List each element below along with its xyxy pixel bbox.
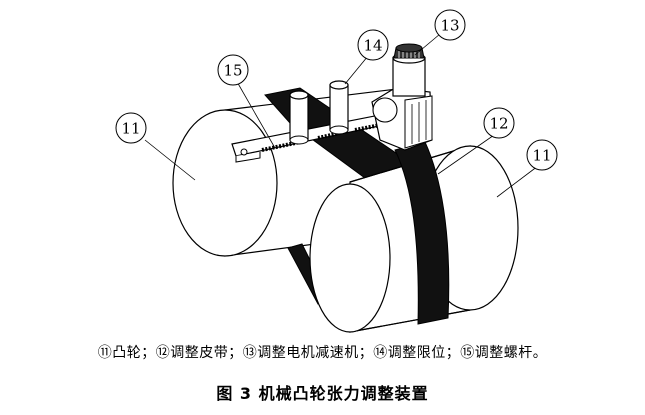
svg-text:12: 12: [489, 115, 508, 133]
svg-text:11: 11: [121, 120, 140, 138]
callout-12: 12: [483, 107, 515, 139]
callout-14: 14: [357, 29, 389, 61]
part-legend: ⑪凸轮；⑫调整皮带；⑬调整电机减速机；⑭调整限位；⑮调整螺杆。: [97, 345, 548, 361]
motor-reducer: [371, 43, 433, 151]
svg-text:15: 15: [223, 62, 242, 80]
belt-front: [394, 141, 450, 325]
mechanism-drawing: 13 14 15 11 12 11: [115, 9, 558, 333]
leader-lines: [144, 33, 539, 198]
screw-post: [289, 90, 309, 145]
figure-caption: 图 3 机械凸轮张力调整装置: [216, 384, 429, 403]
callout-13: 13: [434, 9, 466, 41]
limit-post: [329, 80, 349, 135]
svg-text:11: 11: [532, 147, 551, 165]
callout-15: 15: [217, 54, 249, 86]
svg-text:14: 14: [363, 37, 382, 55]
callout-11-right: 11: [526, 139, 558, 171]
callout-11-left: 11: [115, 112, 147, 144]
svg-text:13: 13: [440, 17, 459, 35]
